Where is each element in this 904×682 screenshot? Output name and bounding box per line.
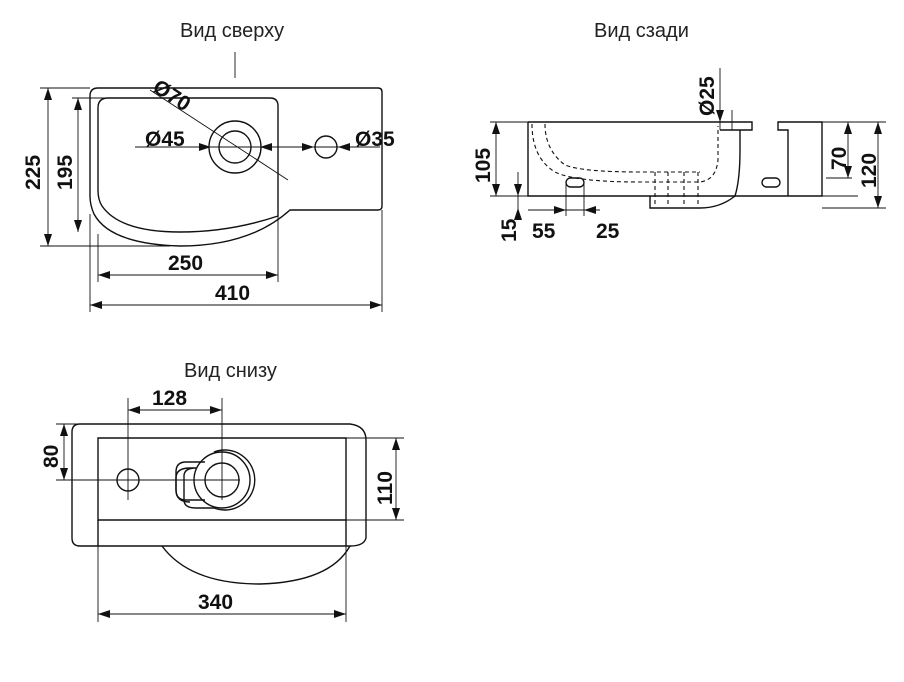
dim-25: 25: [596, 220, 620, 243]
dim-195: 195: [54, 155, 77, 190]
dim-110: 110: [374, 471, 397, 505]
back-view-siphon: [649, 195, 736, 209]
back-view-title: Вид сзади: [594, 20, 689, 42]
overflow-slot-left: [565, 177, 585, 188]
dim-d45: Ø45: [145, 128, 185, 151]
back-view-bowl-hidden: [531, 123, 719, 183]
dim-105: 105: [472, 148, 495, 183]
dim-d70: Ø70: [149, 75, 195, 116]
dim-80: 80: [40, 445, 63, 468]
dim-340: 340: [198, 591, 233, 614]
back-view-outline: [527, 121, 823, 197]
d70-leader: [149, 89, 289, 181]
dim-250: 250: [168, 252, 203, 275]
dim-410: 410: [215, 282, 250, 305]
dim-55: 55: [532, 220, 556, 243]
dim-d25: Ø25: [696, 76, 719, 116]
top-view: Вид сверху Ø70 Ø45 Ø35 225 195: [22, 20, 395, 312]
dim-225: 225: [22, 155, 45, 190]
back-view: Вид сзади Ø25 105 15: [472, 20, 886, 243]
bottom-view-title: Вид снизу: [184, 360, 277, 382]
dim-70: 70: [828, 147, 851, 170]
bottom-view: Вид снизу 128 80 1: [40, 360, 404, 622]
top-view-bowl: [97, 97, 279, 233]
top-view-outline: [89, 87, 383, 247]
overflow-slot-right: [761, 177, 781, 188]
dim-15: 15: [498, 218, 521, 242]
dim-d35: Ø35: [355, 128, 395, 151]
top-view-title: Вид сверху: [180, 20, 284, 42]
bottom-view-bowl-projection: [161, 545, 351, 585]
dim-128: 128: [152, 387, 187, 410]
dim-120: 120: [858, 153, 881, 188]
bottom-view-outline: [71, 423, 367, 547]
